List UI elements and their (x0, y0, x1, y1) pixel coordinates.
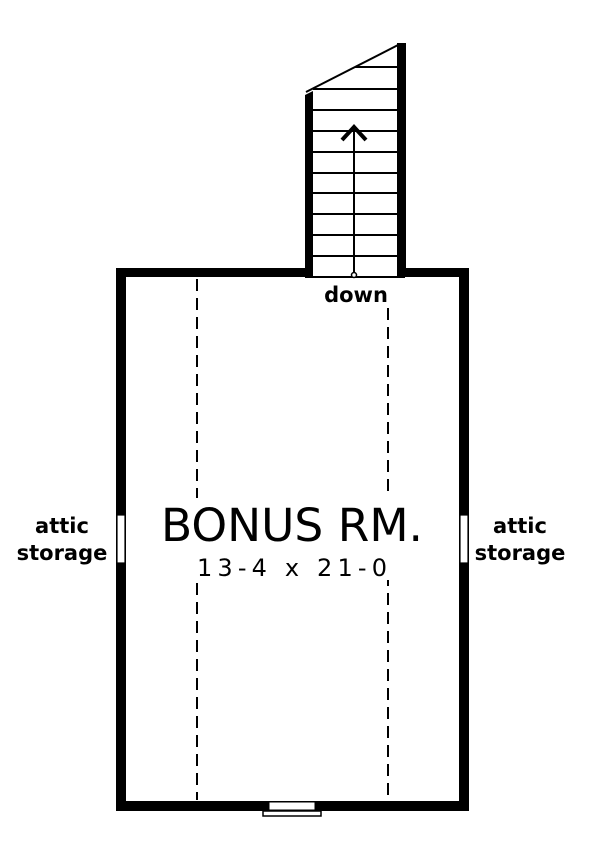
right-window (459, 514, 469, 564)
stair-cut-line (305, 43, 401, 93)
left-label-line2: storage (17, 541, 108, 565)
right-label-line1: attic (493, 514, 547, 538)
bottom-window (262, 801, 322, 817)
left-label-line1: attic (35, 514, 89, 538)
room-name: BONUS RM. (161, 499, 423, 552)
room-dimensions: 13-4 x 21-0 (197, 554, 387, 582)
right-label-line2: storage (475, 541, 566, 565)
stairwell (305, 43, 406, 279)
stair-right-wall (397, 43, 406, 277)
left-window (116, 514, 126, 564)
stair-label: down (324, 283, 388, 307)
stair-left-wall (305, 91, 313, 277)
stair-arrow-icon (340, 124, 368, 279)
